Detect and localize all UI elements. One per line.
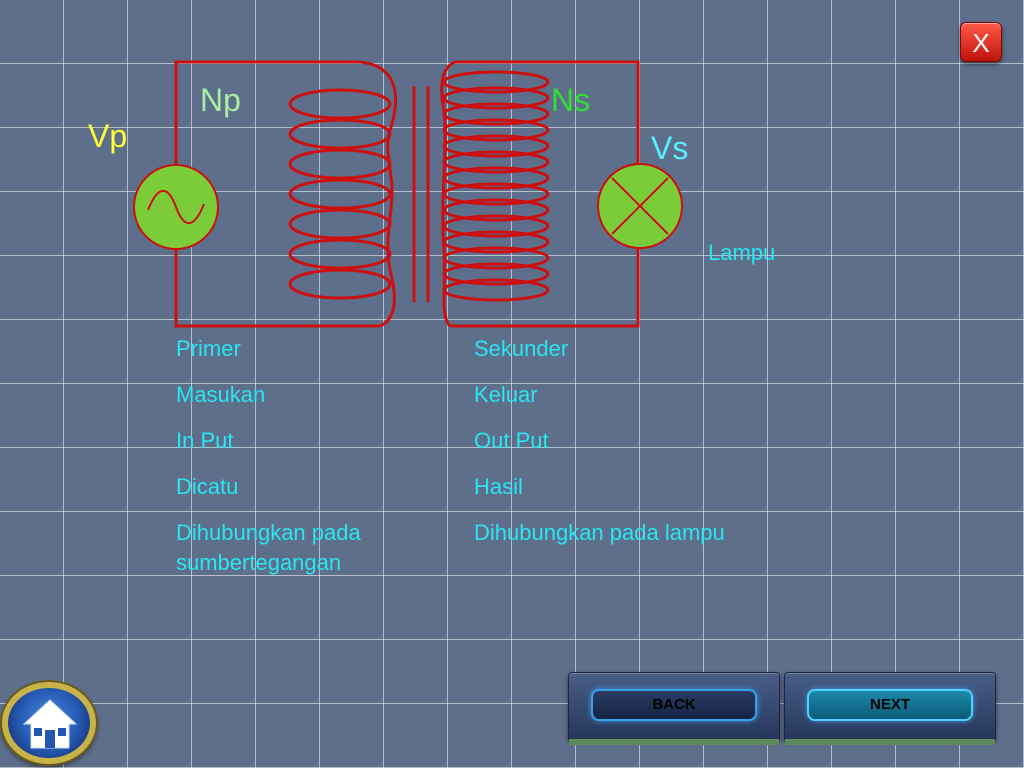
label-vs: Vs [651, 130, 689, 166]
label-vp: Vp [88, 118, 128, 154]
back-button-face: BACK [591, 689, 757, 721]
secondary-coil-loop [442, 246, 550, 270]
secondary-wire-top [455, 60, 640, 168]
next-button-label: NEXT [869, 696, 910, 713]
secondary-coil-outer [440, 60, 456, 328]
secondary-coil-loop [442, 70, 550, 94]
secondary-coil-loop [442, 134, 550, 158]
primary-coil-loop [288, 118, 392, 150]
primary-coil-loop [288, 88, 392, 120]
secondary-coil-loop [442, 86, 550, 110]
home-icon [22, 699, 78, 749]
primary-coil-loop [288, 268, 392, 300]
primary-coil-loop [288, 238, 392, 270]
label-lampu: Lampu [708, 240, 776, 265]
secondary-item: Sekunder [474, 336, 569, 361]
primary-coil [288, 88, 392, 300]
next-button[interactable]: NEXT [784, 672, 996, 745]
secondary-item: Hasil [474, 474, 523, 499]
secondary-coil-loop [442, 102, 550, 126]
secondary-coil-loop [442, 198, 550, 222]
ac-source-icon [133, 164, 219, 250]
secondary-coil-loop [442, 118, 550, 142]
secondary-coil-loop [442, 150, 550, 174]
primary-coil-loop [288, 148, 392, 180]
home-button[interactable] [2, 682, 96, 764]
secondary-coil-loop [442, 166, 550, 190]
primary-item: Dicatu [176, 474, 239, 499]
primary-wire-top [174, 60, 360, 168]
label-np: Np [200, 82, 241, 118]
secondary-item: Keluar [474, 382, 538, 407]
primary-coil-loop [288, 178, 392, 210]
close-button[interactable]: X [960, 22, 1002, 62]
primary-coil-loop [288, 208, 392, 240]
primary-item: Dihubungkan pada [176, 520, 361, 545]
secondary-coil [442, 70, 550, 302]
label-ns: Ns [551, 82, 591, 118]
primary-item: Masukan [176, 382, 266, 407]
back-button-base [569, 739, 779, 745]
primary-item: In Put [176, 428, 234, 453]
primary-item: sumbertegangan [176, 550, 342, 575]
secondary-coil-loop [442, 262, 550, 286]
primary-wire-bottom [174, 246, 380, 328]
primary-item: Primer [176, 336, 241, 361]
secondary-item: Dihubungkan pada lampu [474, 520, 725, 545]
secondary-coil-loop [442, 182, 550, 206]
next-button-face: NEXT [807, 689, 973, 721]
next-button-base [785, 739, 995, 745]
secondary-coil-loop [442, 278, 550, 302]
secondary-coil-loop [442, 230, 550, 254]
back-button[interactable]: BACK [568, 672, 780, 745]
primary-coil-outer [359, 60, 397, 328]
secondary-coil-loop [442, 214, 550, 238]
lamp-icon [597, 163, 683, 249]
secondary-wire-bottom [450, 244, 640, 328]
secondary-item: Out Put [474, 428, 549, 453]
back-button-label: BACK [652, 696, 696, 713]
